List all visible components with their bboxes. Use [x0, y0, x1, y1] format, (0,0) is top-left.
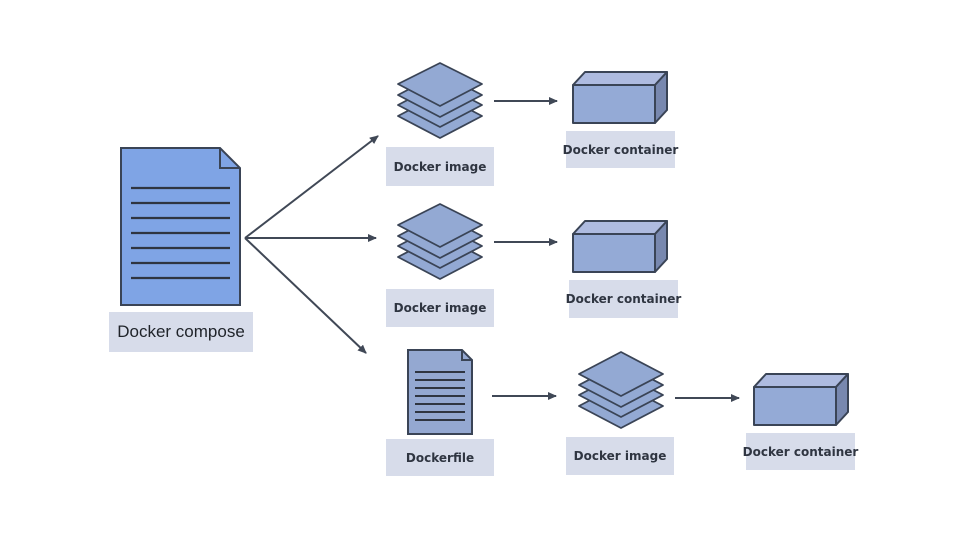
docker-container-label-3: Docker container [743, 433, 858, 470]
docker-image-label-1: Docker image [386, 147, 494, 186]
docker-container-label-1: Docker container [563, 131, 678, 168]
docker-compose-document-icon [120, 147, 241, 306]
docker-container-label-2: Docker container [566, 280, 681, 318]
layers-icon [397, 62, 483, 139]
container-box-icon [572, 220, 668, 273]
docker-compose-label: Docker compose [109, 312, 253, 352]
flow-arrows [492, 97, 740, 402]
dockerfile-document-icon [407, 349, 473, 435]
compose-branch-arrows [244, 135, 379, 354]
docker-image-label-3: Docker image [566, 437, 674, 475]
container-box-icon [753, 373, 849, 426]
dockerfile-label: Dockerfile [386, 439, 494, 476]
docker-image-label-2: Docker image [386, 289, 494, 327]
container-box-icon [572, 71, 668, 124]
layers-icon [397, 203, 483, 280]
layers-icon [578, 351, 664, 429]
